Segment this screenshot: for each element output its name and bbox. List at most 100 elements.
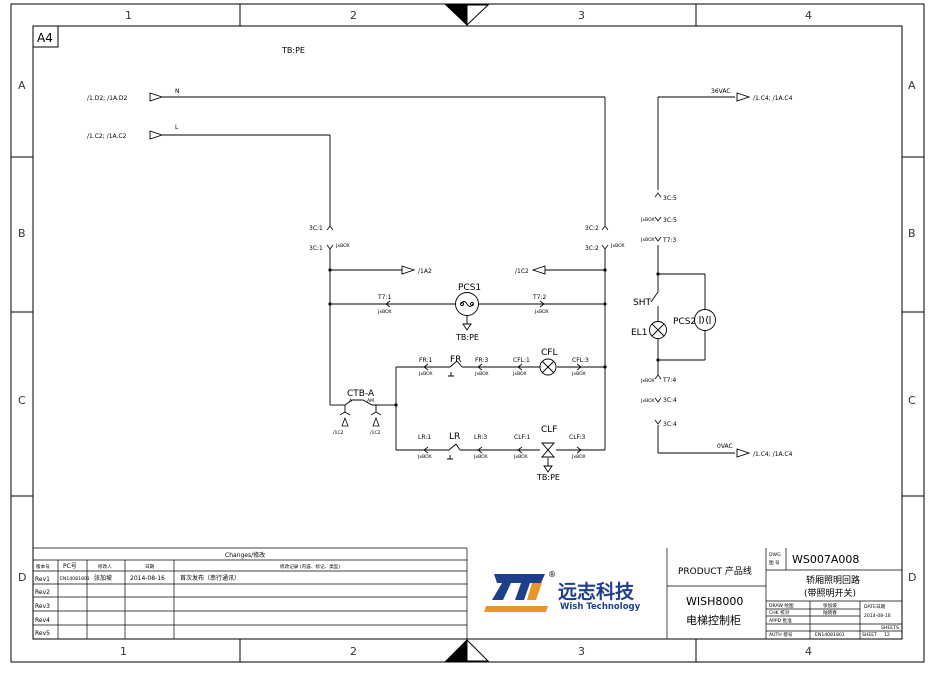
pcs1-socket bbox=[455, 292, 479, 316]
logo-mark bbox=[484, 574, 548, 612]
term-lr-3: LR:3 bbox=[474, 434, 487, 441]
col-label: 1 bbox=[120, 645, 127, 658]
el1-label: EL1 bbox=[631, 328, 647, 338]
changes-header: 修改人 bbox=[98, 563, 112, 570]
row-label: C bbox=[18, 394, 26, 407]
product-name: WISH8000 bbox=[686, 595, 743, 608]
jxbox-3c5: JxBOX bbox=[640, 217, 655, 223]
jxbox-3c1: JxBOX bbox=[335, 243, 350, 249]
vac36-label: 36VAC bbox=[711, 88, 731, 95]
term-cfl-3: CFL:3 bbox=[572, 357, 589, 364]
title-line2: (带照明开关) bbox=[804, 587, 856, 599]
row-label: B bbox=[18, 227, 26, 240]
n-input-arrow bbox=[149, 92, 164, 102]
term-3c5-bot: 3C:5 bbox=[663, 217, 677, 224]
jxbox-t7-4: JxBOX bbox=[640, 378, 655, 384]
jxbox-3c4: JxBOX bbox=[640, 398, 655, 404]
term-3c2-top: 3C:2 bbox=[585, 225, 599, 232]
appd-label: APPD 批准 bbox=[769, 617, 792, 624]
title-block-grid bbox=[666, 548, 902, 639]
changes-title: Changes/修改 bbox=[225, 551, 265, 559]
draw-name: 张加坡 bbox=[823, 602, 837, 609]
col-label: 3 bbox=[578, 645, 585, 658]
chk-label: CHK 校对 bbox=[769, 609, 790, 616]
jxbox-t7-2: JxBOX bbox=[534, 309, 549, 315]
clf-pe: TB:PE bbox=[536, 473, 560, 482]
ctb-switch bbox=[344, 399, 380, 406]
product-cn: 电梯控制柜 bbox=[686, 613, 741, 627]
ref-out-l: /1A2 bbox=[418, 268, 432, 275]
logo-cn: 远志科技 bbox=[558, 580, 635, 603]
product-label: PRODUCT 产品线 bbox=[678, 565, 752, 577]
dwg-no: WS007A008 bbox=[792, 553, 859, 566]
row-label: B bbox=[908, 227, 916, 240]
sheet-size-label: A4 bbox=[37, 31, 53, 45]
row-label: A bbox=[18, 79, 26, 92]
schematic-wires bbox=[162, 96, 735, 466]
term-3c5-top: 3C:5 bbox=[663, 195, 677, 202]
ctb-ref-2: /1C2 bbox=[370, 430, 381, 436]
logo-en: Wish Technology bbox=[560, 602, 641, 612]
term-t7-3: T7:3 bbox=[662, 237, 677, 244]
term-clf-1: CLF:1 bbox=[514, 434, 531, 441]
date-value: 2014-08-16 bbox=[864, 613, 891, 619]
lr-switch bbox=[448, 443, 461, 451]
term-3c4-bot: 3C:4 bbox=[663, 421, 677, 428]
cfl-label: CFL bbox=[541, 348, 557, 358]
changes-header: 版本号 bbox=[36, 563, 50, 570]
pe-symbols bbox=[462, 323, 553, 473]
pcs1-pe: TB:PE bbox=[455, 333, 479, 342]
jxbox-t7-3: JxBOX bbox=[640, 237, 655, 243]
n-ref: /1.D2; /1A.D2 bbox=[87, 95, 127, 102]
clf-label: CLF bbox=[541, 425, 557, 435]
ctb-label: CTB-A bbox=[347, 389, 375, 399]
auth-no: EN14081801 bbox=[815, 632, 845, 638]
jxbox-lr-1: JxBOX bbox=[417, 454, 432, 460]
el1-lamp bbox=[649, 321, 667, 339]
jxbox-cfl-1: JxBOX bbox=[512, 371, 527, 377]
col-label: 3 bbox=[578, 9, 585, 22]
centering-marks bbox=[444, 4, 490, 662]
ref-out-r: /1C2 bbox=[515, 268, 529, 275]
lr-label: LR bbox=[449, 432, 460, 442]
sheet-label: SHEET bbox=[862, 632, 877, 638]
term-fr-3: FR:3 bbox=[475, 357, 488, 364]
auth-label: AUTH 授号 bbox=[769, 631, 793, 638]
vac0-arrow bbox=[736, 448, 751, 458]
out-l-arrow bbox=[401, 265, 416, 275]
title-line1: 轿厢照明回路 bbox=[806, 574, 860, 586]
term-clf-3: CLF:3 bbox=[569, 434, 586, 441]
changes-table bbox=[33, 547, 468, 639]
rev-by: 张加坡 bbox=[94, 574, 112, 582]
schematic-labels: TB:PE /1.D2; /1A.D2 N /1.C2; /1A.C2 L 36… bbox=[87, 46, 793, 482]
term-cfl-1: CFL:1 bbox=[513, 357, 530, 364]
pcs1-label: PCS1 bbox=[458, 283, 481, 293]
term-t7-4: T7:4 bbox=[662, 377, 677, 384]
logo-registered: ® bbox=[548, 570, 556, 579]
rev-note: 首次发布（串行通讯） bbox=[180, 574, 240, 582]
terminal-symbols bbox=[326, 192, 662, 454]
draw-label: DRAW 绘图 bbox=[769, 602, 794, 609]
jxbox-lr-3: JxBOX bbox=[473, 454, 488, 460]
l-ref: /1.C2; /1A.C2 bbox=[87, 133, 127, 140]
row-label: D bbox=[908, 571, 916, 584]
col-label: 2 bbox=[350, 645, 357, 658]
row-label: D bbox=[18, 571, 26, 584]
n-label: N bbox=[175, 88, 180, 95]
l-label: L bbox=[175, 124, 179, 131]
term-3c4-top: 3C:4 bbox=[663, 397, 677, 404]
pcs2-socket bbox=[694, 309, 716, 331]
rev-label: Rev3 bbox=[35, 603, 50, 610]
jxbox-clf-1: JxBOX bbox=[513, 454, 528, 460]
pcs2-label: PCS2 bbox=[673, 317, 696, 327]
ctb-a: A bbox=[349, 398, 353, 404]
vac0-ref: /1.C4; /1A.C4 bbox=[753, 451, 793, 458]
vac0-label: 0VAC bbox=[717, 443, 733, 450]
changes-header: PC号 bbox=[63, 563, 77, 570]
ctb-ref-1: /1C2 bbox=[333, 430, 344, 436]
rev-label: Rev2 bbox=[35, 589, 50, 596]
jxbox-3c2: JxBOX bbox=[610, 243, 625, 249]
term-3c1-bot: 3C:1 bbox=[309, 245, 323, 252]
zone-labels: 1 2 3 4 1 2 3 4 A B C D A B C D A4 bbox=[18, 9, 916, 658]
